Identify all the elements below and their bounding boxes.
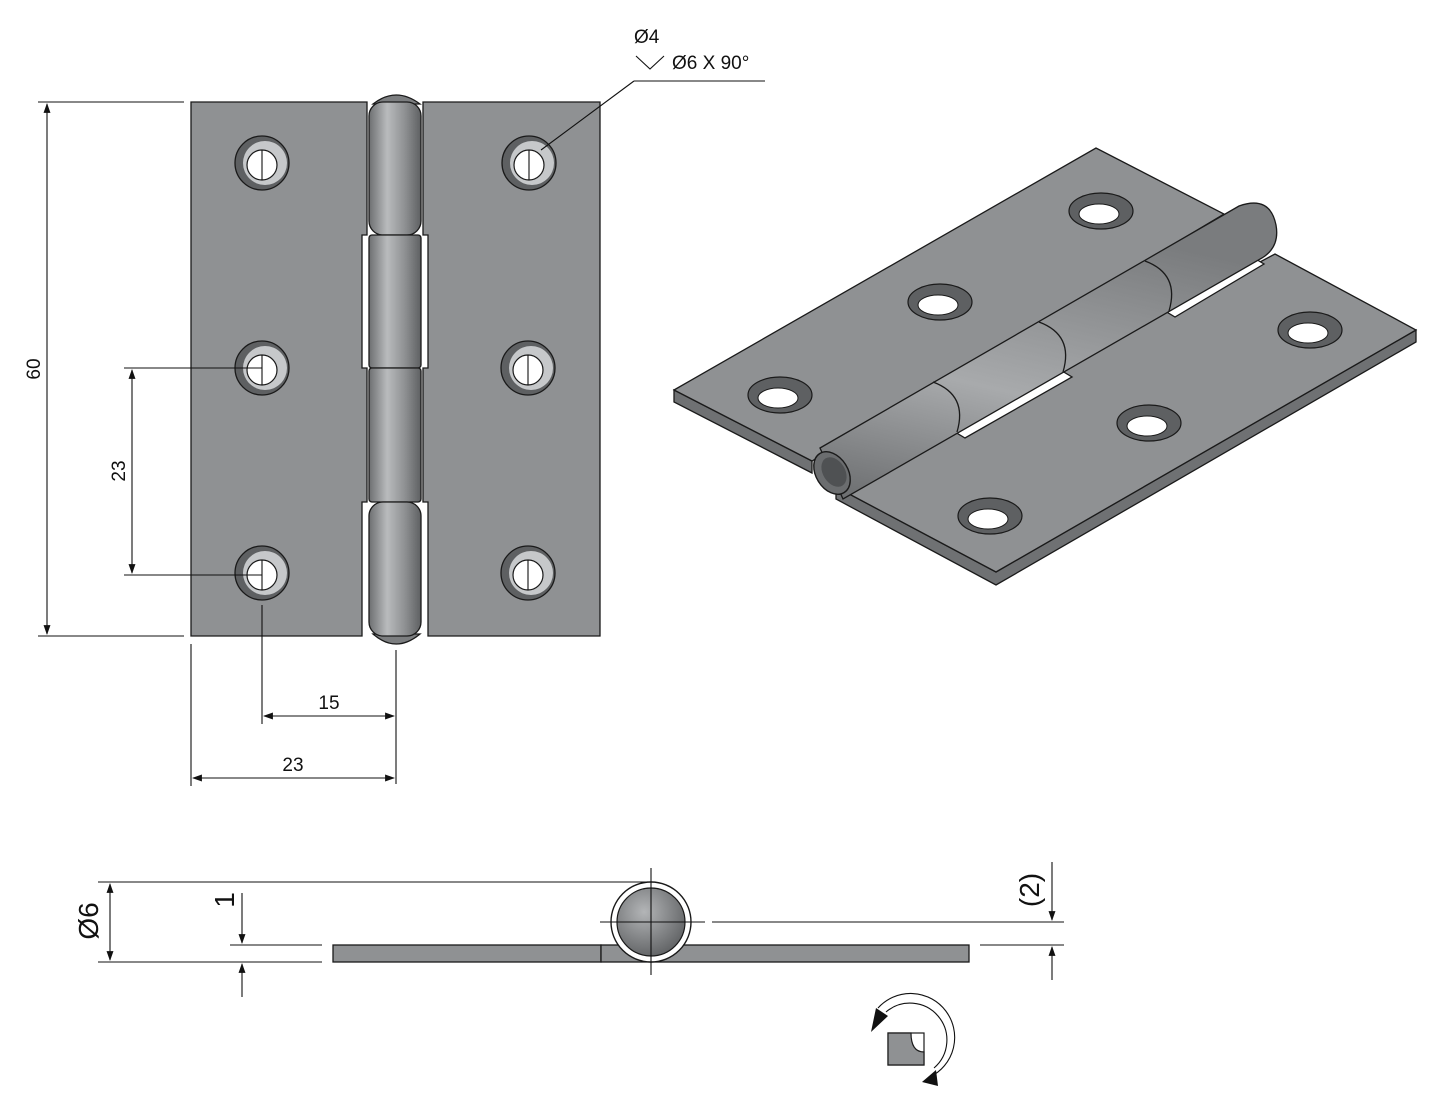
hole-callout: Ø4 Ø6 X 90° bbox=[540, 27, 765, 151]
knuckle-4 bbox=[368, 501, 422, 637]
knuckle-2 bbox=[368, 234, 422, 369]
dim-barrel-diameter: Ø6 bbox=[73, 902, 104, 939]
knuckle-1 bbox=[368, 101, 422, 236]
isometric-view bbox=[672, 147, 1418, 586]
barrel bbox=[819, 202, 1278, 500]
iso-hole-5 bbox=[1116, 404, 1182, 442]
dim-hole-to-axis-label: 15 bbox=[318, 693, 339, 714]
iso-hole-4 bbox=[1277, 311, 1343, 349]
callout-hole-diameter: Ø4 bbox=[634, 27, 660, 48]
side-leaf-right bbox=[600, 944, 970, 963]
iso-hole-6 bbox=[957, 497, 1023, 535]
dim-offset: (2) bbox=[1014, 873, 1045, 907]
dim-leaf-width-label: 23 bbox=[282, 755, 303, 776]
dim-leaf-width: 23 bbox=[190, 644, 395, 786]
rotation-symbol-icon bbox=[871, 992, 956, 1086]
callout-countersink: Ø6 X 90° bbox=[672, 53, 749, 74]
dim-hole-to-axis: 15 bbox=[261, 605, 397, 784]
side-view: Ø6 1 (2) bbox=[73, 862, 1064, 997]
front-view: 60 23 15 23 Ø4 Ø6 X 90° bbox=[24, 27, 765, 786]
iso-hole-2 bbox=[907, 283, 973, 321]
side-leaf-left bbox=[332, 944, 602, 963]
dim-hole-pitch: 23 bbox=[109, 367, 262, 576]
dim-hole-pitch-label: 23 bbox=[109, 460, 130, 481]
countersink-symbol bbox=[635, 55, 665, 70]
iso-hole-1 bbox=[1068, 192, 1134, 230]
hole-right-bottom bbox=[500, 545, 556, 601]
knuckle-3 bbox=[368, 367, 422, 503]
iso-hole-3 bbox=[747, 376, 813, 414]
dim-height: 60 bbox=[24, 101, 184, 637]
dim-leaf-thickness: 1 bbox=[209, 892, 240, 908]
dim-height-label: 60 bbox=[24, 358, 45, 379]
